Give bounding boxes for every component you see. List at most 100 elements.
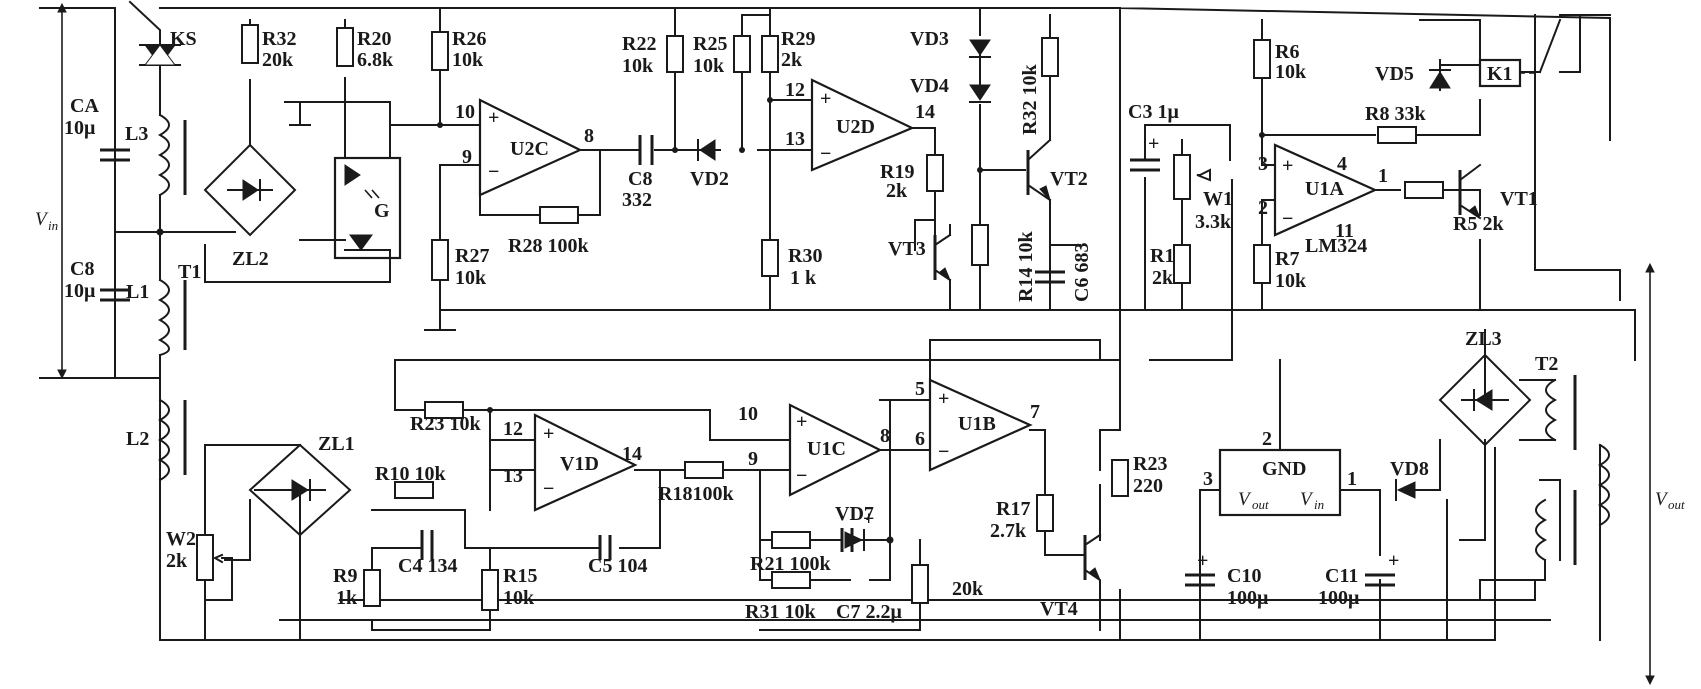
relay-contact-k1 (1538, 18, 1562, 74)
potentiometer-w2 (196, 534, 214, 581)
label-u1b: U1B (958, 413, 996, 435)
label-r29: R29 (781, 28, 815, 50)
sign-c3-plus: + (1148, 133, 1159, 155)
pin-u1a-11: 11 (1335, 220, 1354, 242)
inductors (157, 113, 1610, 641)
wiper-w1 (1196, 168, 1211, 182)
label-c8-input-value: 10μ (64, 280, 96, 302)
arrowhead-vin-top (57, 2, 67, 13)
inductor-l1 (157, 278, 170, 357)
pin-u1c-minus: − (796, 465, 807, 487)
pin-u2d-12: 12 (785, 79, 805, 101)
label-r22: R22 (622, 33, 656, 55)
transistors (933, 138, 1482, 631)
resistor-r22 (666, 35, 684, 73)
label-r5: R5 2k (1453, 213, 1504, 235)
label-r10: R10 10k (375, 463, 446, 485)
label-r6-value: 10k (1275, 61, 1307, 83)
label-r6: R6 (1275, 41, 1299, 63)
label-r27: R27 (455, 245, 489, 267)
label-r25: R25 (693, 33, 727, 55)
label-c8-value: 332 (622, 189, 652, 211)
label-regulator-vout-subscript: out (1252, 497, 1269, 512)
label-l2: L2 (126, 428, 149, 450)
pin-v1d-14: 14 (622, 443, 642, 465)
pin-u2c-8: 8 (584, 125, 594, 147)
label-r23-right: R23 (1133, 453, 1167, 475)
label-w1-value: 3.3k (1195, 211, 1232, 233)
resistor-r21 (771, 531, 811, 549)
resistor-r17 (1036, 494, 1054, 532)
arrowhead-vout-top (1645, 262, 1655, 273)
label-u1a: U1A (1305, 178, 1344, 200)
pin-u2c-9: 9 (462, 146, 472, 168)
label-vout-subscript: out (1668, 497, 1685, 512)
label-r15: R15 (503, 565, 537, 587)
diodes (697, 39, 1451, 551)
label-c10-value: 100μ (1227, 587, 1269, 609)
label-w2-value: 2k (166, 550, 188, 572)
junctions (156, 97, 1265, 544)
label-r32-value: 20k (262, 49, 294, 71)
pin-u2c-minus: − (488, 161, 499, 183)
label-gnd: GND (1262, 458, 1306, 480)
opamp-u1b (928, 378, 1033, 472)
bridge-zl1 (248, 443, 352, 537)
label-r25-value: 10k (693, 55, 725, 77)
resistor-r23a (424, 401, 464, 419)
pin-v1d-minus: − (543, 478, 554, 500)
label-c8-input: C8 (70, 258, 94, 280)
label-t1: T1 (178, 261, 201, 283)
label-r30-value: 1 k (790, 267, 817, 289)
label-20k: 20k (952, 578, 984, 600)
resistor-r27 (431, 239, 449, 281)
label-vd3: VD3 (910, 28, 949, 50)
label-r1: R1 (1150, 245, 1174, 267)
label-lm324: LM324 (1305, 235, 1367, 257)
label-vt2: VT2 (1050, 168, 1088, 190)
diode-vd8 (1395, 479, 1416, 501)
label-c11-value: 100μ (1318, 587, 1360, 609)
label-r7-value: 10k (1275, 270, 1307, 292)
component-labels: KS R32 20k R20 6.8k R26 10k R22 10k R25 … (35, 28, 1685, 623)
pin-u1a-2: 2 (1258, 197, 1268, 219)
pin-regulator-2: 2 (1262, 428, 1272, 450)
label-t2: T2 (1535, 353, 1558, 375)
transformer-t2-secondary-top (1545, 378, 1558, 442)
resistor-r7 (1253, 244, 1271, 284)
label-regulator-vin: V (1300, 489, 1314, 510)
pin-u1b-5: 5 (915, 378, 925, 400)
label-u2d: U2D (836, 116, 875, 138)
label-r30: R30 (788, 245, 822, 267)
resistor-r28 (539, 206, 579, 224)
label-w1: W1 (1203, 188, 1233, 210)
label-g: G (374, 200, 390, 222)
label-r17-value: 2.7k (990, 520, 1027, 542)
resistor-r20 (336, 27, 354, 67)
opamps (478, 78, 1378, 512)
label-c11: C11 (1325, 565, 1358, 587)
opamp-u2c (478, 98, 583, 197)
resistor-r31 (771, 571, 811, 589)
pin-v1d-plus: + (543, 423, 554, 445)
pin-labels: + − 10 9 8 + − 12 13 14 + − 3 2 4 11 1 +… (455, 79, 1399, 572)
label-r8: R8 33k (1365, 103, 1426, 125)
opamp-v1d (533, 413, 638, 512)
diode-vd4 (969, 84, 991, 103)
pin-v1d-12: 12 (503, 418, 523, 440)
resistor-r32b (1041, 37, 1059, 77)
resistor-r1 (1173, 244, 1191, 284)
resistor-r9 (363, 569, 381, 607)
label-c10: C10 (1227, 565, 1261, 587)
resistor-r23b (1111, 459, 1129, 497)
diode-vd3 (969, 39, 991, 58)
relay-k1 (1478, 18, 1562, 88)
label-r29-value: 2k (781, 49, 803, 71)
label-vd8: VD8 (1390, 458, 1429, 480)
resistor-r5 (1404, 181, 1444, 199)
pin-u2d-plus: + (820, 88, 831, 110)
label-ca-value: 10μ (64, 117, 96, 139)
label-r27-value: 10k (455, 267, 487, 289)
resistor-r26 (431, 31, 449, 71)
